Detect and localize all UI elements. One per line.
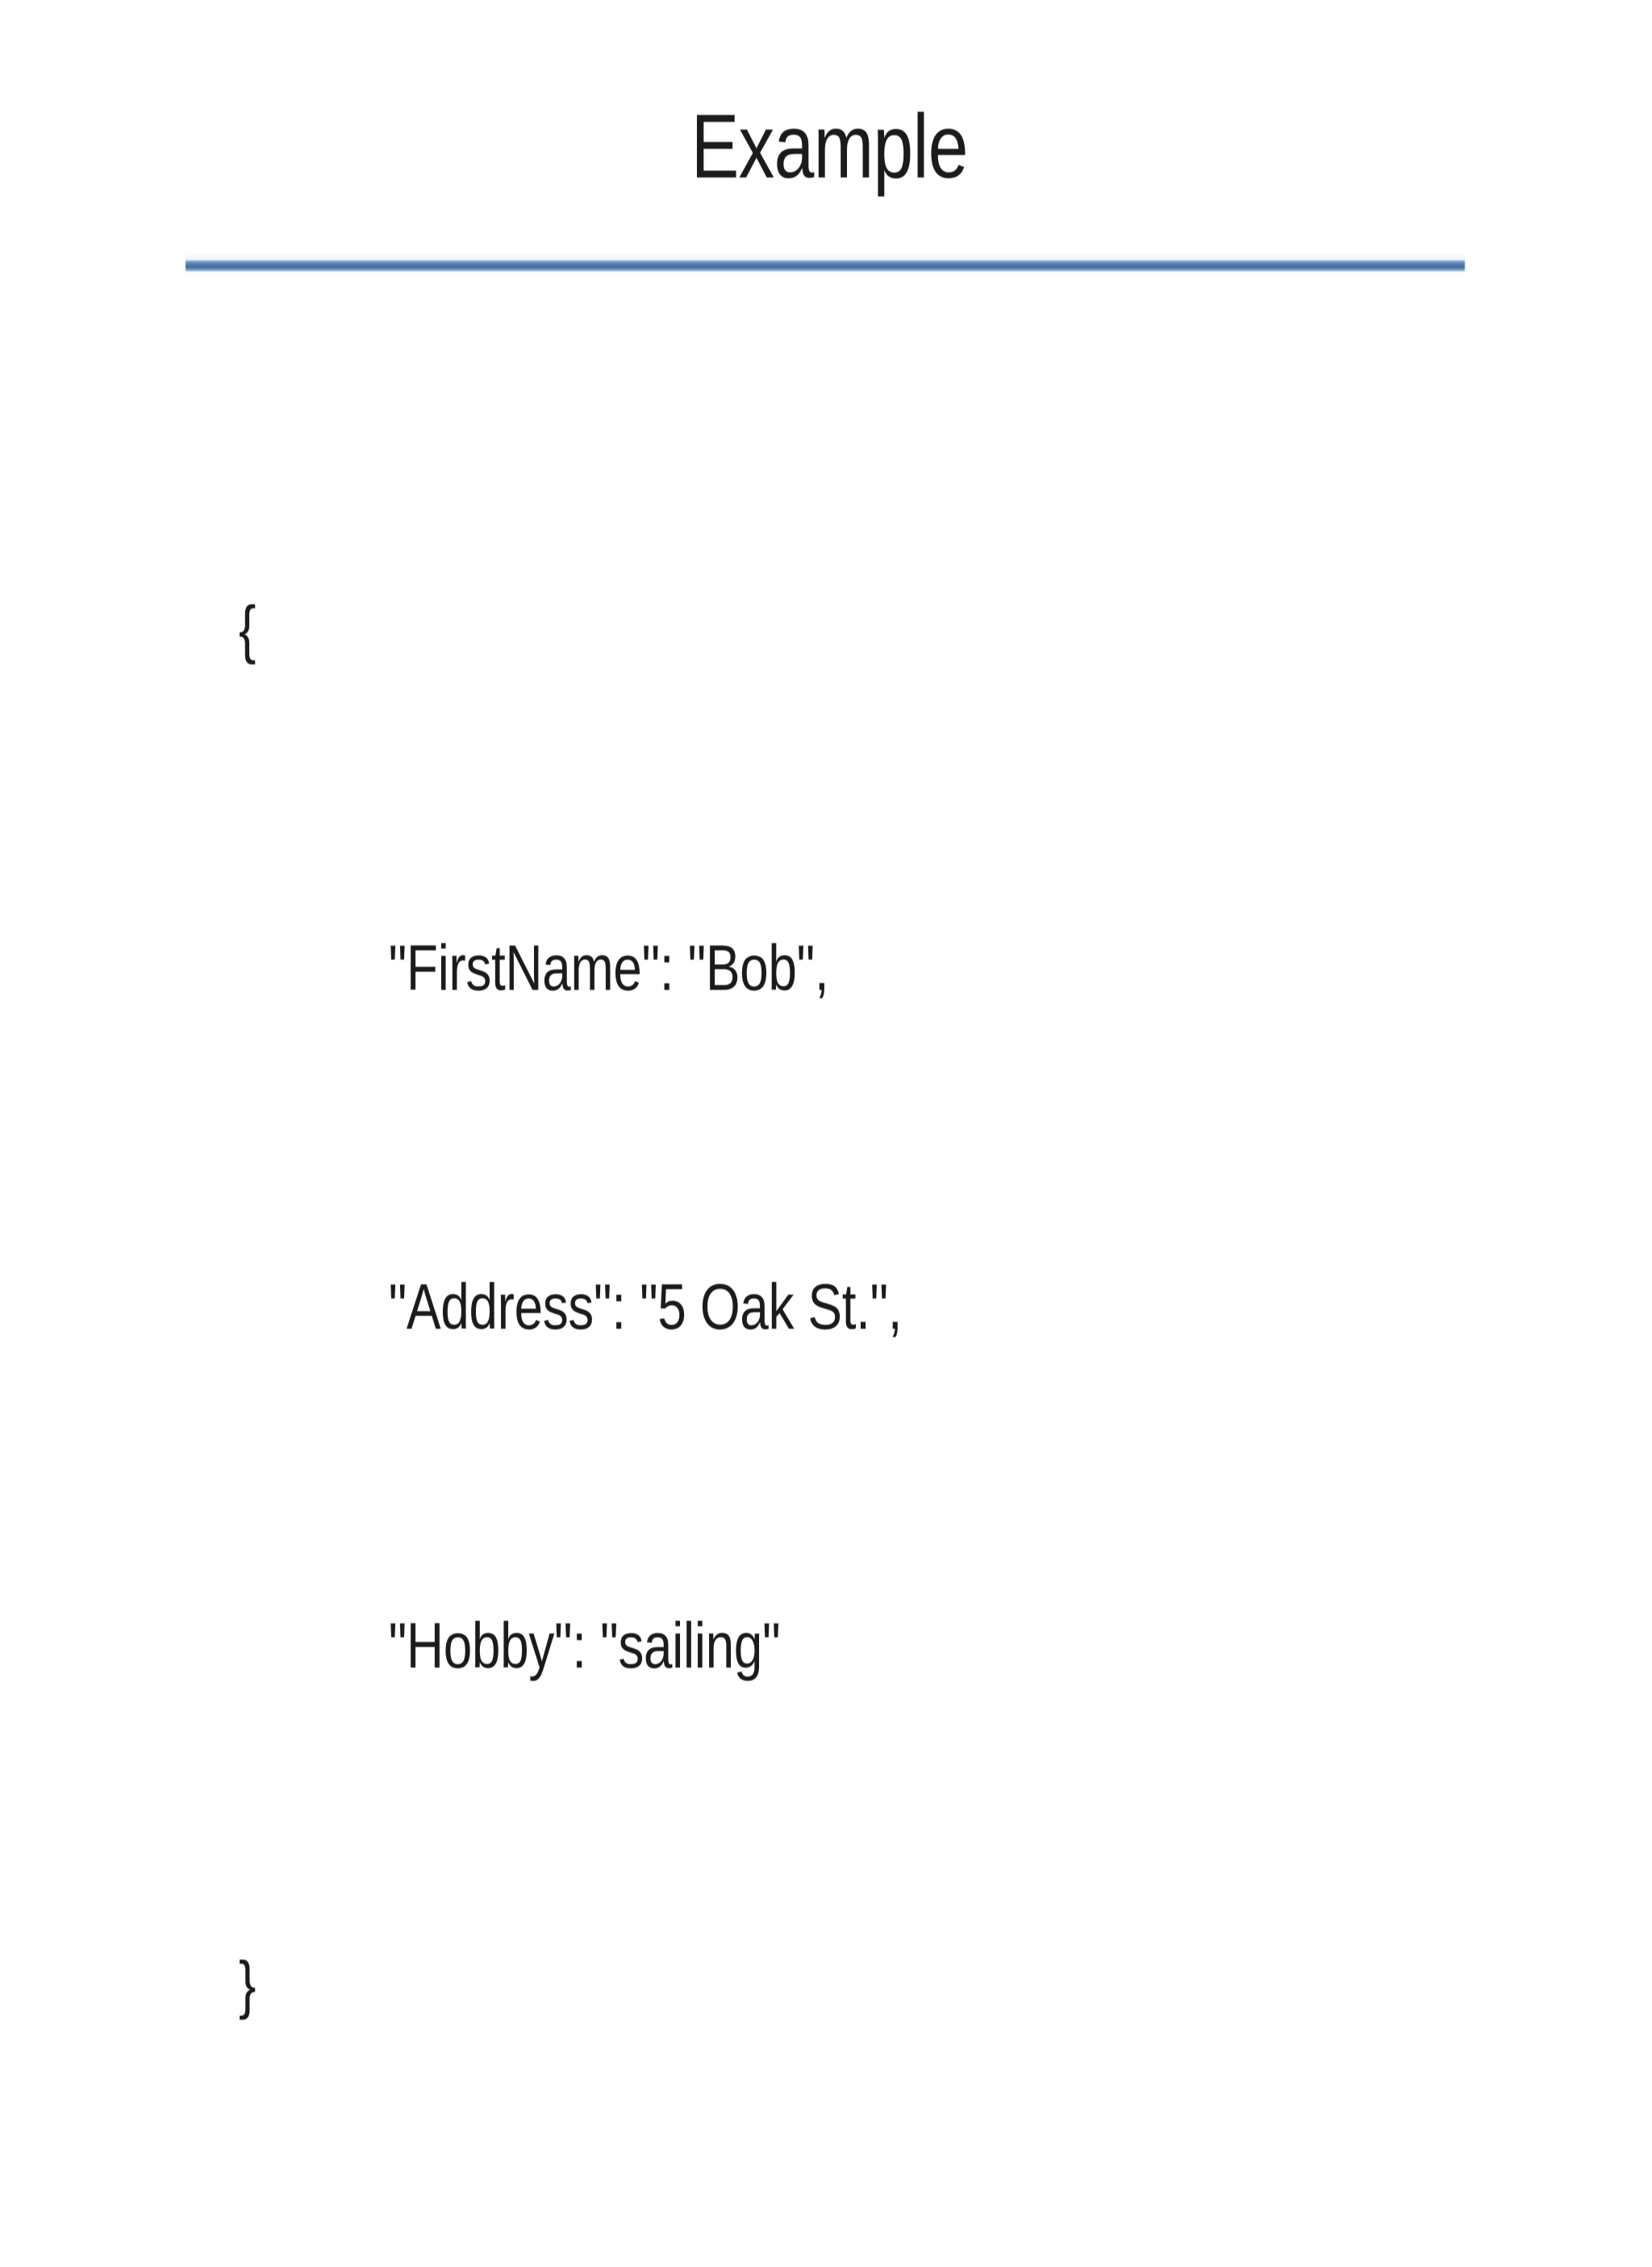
title-divider: [186, 252, 1465, 279]
divider-glow: [186, 252, 1465, 279]
code-line: }: [239, 1948, 256, 2020]
code-line: "Address": "5 Oak St.",: [388, 1271, 903, 1342]
code-line: "FirstName": "Bob",: [388, 932, 829, 1004]
code-line: {: [239, 593, 256, 665]
code-line: "Hobby": "sailing": [388, 1609, 781, 1681]
divider-rule: [186, 260, 1465, 272]
page-title: Example: [690, 96, 969, 197]
json-code-block: { "FirstName": "Bob", "Address": "5 Oak …: [239, 347, 1449, 2267]
slide-canvas: Example { "FirstName": "Bob", "Address":…: [186, 96, 1465, 2020]
